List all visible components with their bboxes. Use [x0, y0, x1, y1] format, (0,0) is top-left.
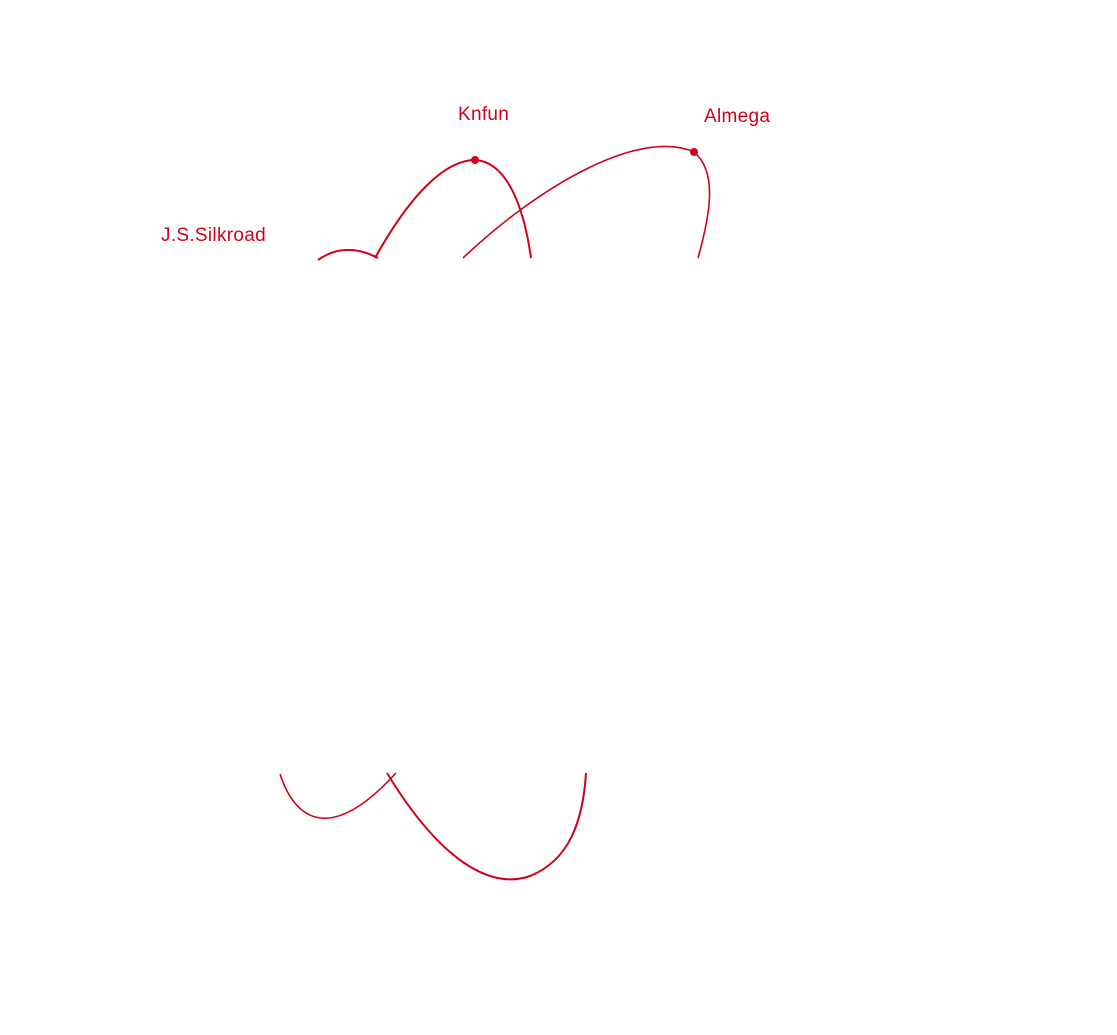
curve-silkroad	[317, 248, 379, 261]
curve-knfun	[374, 158, 532, 259]
node-dot-knfun[interactable]	[471, 156, 479, 164]
node-label-silkroad: J.S.Silkroad	[161, 225, 266, 246]
node-dot-almega[interactable]	[690, 148, 698, 156]
node-label-almega: Almega	[704, 106, 771, 127]
node-label-knfun: Knfun	[458, 104, 510, 125]
curve-almega	[462, 145, 711, 259]
curve-bottom-left	[279, 772, 397, 819]
curve-bottom-right	[386, 772, 587, 881]
